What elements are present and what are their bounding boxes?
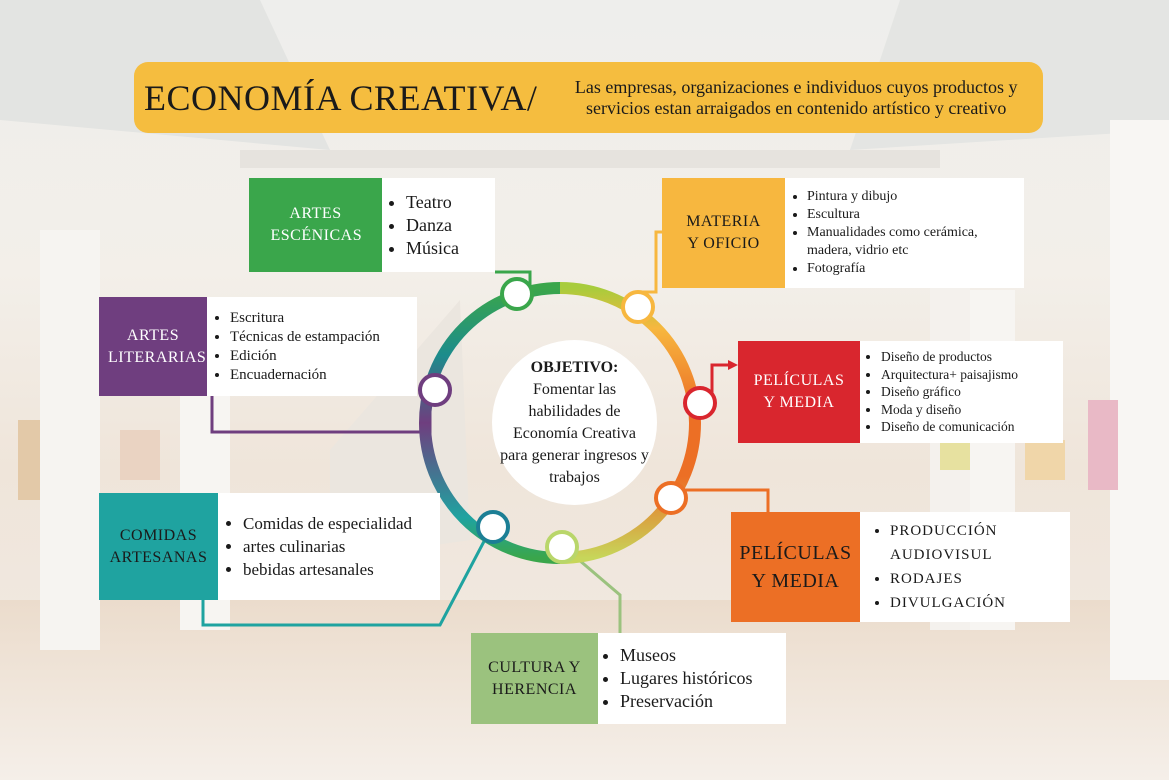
list-peliculas-media-1: Diseño de productos Arquitectura+ paisaj…: [860, 348, 1018, 436]
connector-comidas: [201, 529, 492, 627]
connector-cultura: [564, 546, 622, 640]
list-item: Manualidades como cerámica, madera, vidr…: [807, 224, 1024, 260]
header-banner: ECONOMÍA CREATIVA/ Las empresas, organiz…: [134, 62, 1043, 133]
arrow-peliculas-1: [728, 360, 738, 370]
node-comidas: [476, 510, 510, 544]
list-item: Diseño de productos: [881, 348, 1018, 366]
list-item: Diseño gráfico: [881, 383, 1018, 401]
node-artes-escenicas: [500, 277, 534, 311]
list-item: Moda y diseño: [881, 401, 1018, 419]
list-item: Comidas de especialidad: [243, 512, 412, 535]
list-item: Música: [406, 237, 459, 260]
list-artes-escenicas: Teatro Danza Música: [382, 191, 459, 260]
list-comidas-artesanas: Comidas de especialidad artes culinarias…: [218, 512, 412, 581]
list-item: Preservación: [620, 690, 752, 713]
connector-peliculas-1: [710, 363, 728, 396]
label-peliculas-media-1-text: PELÍCULAS Y MEDIA: [753, 372, 845, 411]
label-peliculas-media-2-text: PELÍCULAS Y MEDIA: [739, 542, 852, 592]
list-item: Diseño de comunicación: [881, 418, 1018, 436]
list-item: Encuadernación: [230, 366, 380, 385]
label-cultura-herencia-text: CULTURA Y HERENCIA: [488, 658, 581, 698]
node-cultura: [545, 530, 579, 564]
box-peliculas-media-1: Diseño de productos Arquitectura+ paisaj…: [860, 341, 1063, 443]
objective-circle: OBJETIVO: Fomentar las habilidades de Ec…: [492, 340, 657, 505]
list-item: DIVULGACIÓN: [890, 591, 1070, 615]
list-item: Danza: [406, 214, 459, 237]
node-peliculas-1: [683, 386, 717, 420]
list-item: Escultura: [807, 206, 1024, 224]
list-item: PRODUCCIÓN AUDIOVISUL: [890, 519, 1070, 567]
page-subtitle: Las empresas, organizaciones e individuo…: [574, 76, 1018, 118]
node-peliculas-2: [654, 481, 688, 515]
list-item: Arquitectura+ paisajismo: [881, 366, 1018, 384]
label-materia-oficio-text: MATERIA Y OFICIO: [686, 213, 761, 252]
list-item: bebidas artesanales: [243, 558, 412, 581]
node-materia-oficio: [621, 290, 655, 324]
list-peliculas-media-2: PRODUCCIÓN AUDIOVISUL RODAJES DIVULGACIÓ…: [860, 519, 1070, 615]
list-materia-oficio: Pintura y dibujo Escultura Manualidades …: [785, 188, 1024, 278]
list-item: Pintura y dibujo: [807, 188, 1024, 206]
label-materia-oficio: MATERIA Y OFICIO: [662, 178, 785, 288]
label-cultura-herencia: CULTURA Y HERENCIA: [471, 633, 598, 724]
list-item: Museos: [620, 644, 752, 667]
objective-text: Fomentar las habilidades de Economía Cre…: [500, 380, 649, 486]
list-item: Fotografía: [807, 260, 1024, 278]
box-peliculas-media-2: PRODUCCIÓN AUDIOVISUL RODAJES DIVULGACIÓ…: [860, 512, 1070, 622]
node-artes-literarias: [418, 373, 452, 407]
connector-artes-literarias: [210, 395, 432, 434]
list-item: Escritura: [230, 309, 380, 328]
box-artes-escenicas: Teatro Danza Música: [382, 178, 495, 272]
page-title: ECONOMÍA CREATIVA/: [144, 77, 538, 118]
list-artes-literarias: Escritura Técnicas de estampación Edició…: [207, 309, 380, 385]
box-artes-literarias: Escritura Técnicas de estampación Edició…: [207, 297, 417, 396]
label-artes-escenicas-text: ARTES ESCÉNICAS: [270, 205, 363, 244]
list-item: Técnicas de estampación: [230, 328, 380, 347]
label-artes-literarias-text: ARTES LITERARIAS: [108, 326, 207, 366]
label-comidas-artesanas: COMIDAS ARTESANAS: [99, 493, 218, 600]
connector-peliculas-2: [685, 488, 770, 512]
list-item: RODAJES: [890, 567, 1070, 591]
label-artes-literarias: ARTES LITERARIAS: [99, 297, 207, 396]
box-comidas-artesanas: Comidas de especialidad artes culinarias…: [218, 493, 440, 600]
label-peliculas-media-1: PELÍCULAS Y MEDIA: [738, 341, 860, 443]
list-item: Lugares históricos: [620, 667, 752, 690]
label-peliculas-media-2: PELÍCULAS Y MEDIA: [731, 512, 860, 622]
list-item: Edición: [230, 347, 380, 366]
list-item: artes culinarias: [243, 535, 412, 558]
connector-materia-oficio: [640, 230, 662, 294]
box-cultura-herencia: Museos Lugares históricos Preservación: [598, 633, 786, 724]
objective-title: OBJETIVO:: [530, 358, 619, 376]
label-comidas-artesanas-text: COMIDAS ARTESANAS: [109, 526, 208, 566]
label-artes-escenicas: ARTES ESCÉNICAS: [249, 178, 382, 272]
list-cultura-herencia: Museos Lugares históricos Preservación: [598, 644, 752, 713]
box-materia-oficio: Pintura y dibujo Escultura Manualidades …: [785, 178, 1024, 288]
list-item: Teatro: [406, 191, 459, 214]
